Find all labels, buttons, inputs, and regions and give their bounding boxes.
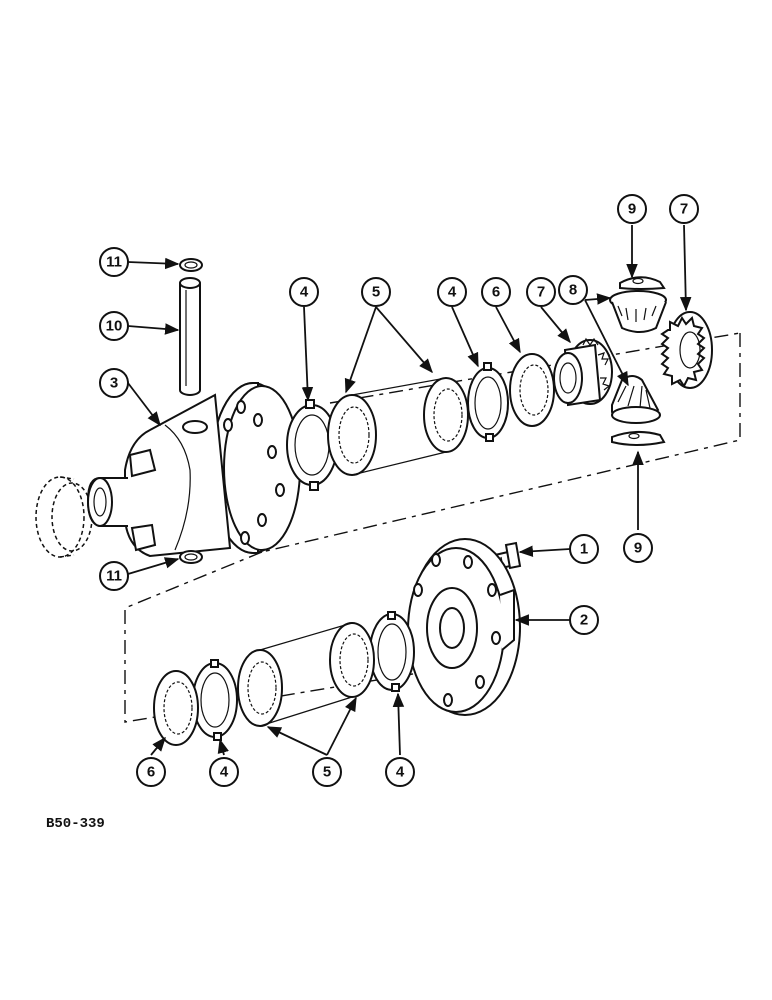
o-ring-top	[179, 258, 203, 272]
pinion-gear-bottom	[611, 375, 661, 424]
callout-3: 3	[99, 368, 129, 398]
svg-text:7: 7	[537, 284, 545, 301]
callout-5-lower: 5	[312, 757, 342, 787]
flange-bolt-holes	[223, 400, 285, 545]
svg-text:2: 2	[580, 612, 588, 629]
callout-1: 1	[569, 534, 599, 564]
svg-text:10: 10	[106, 318, 123, 335]
callout-5-upper: 5	[361, 277, 391, 307]
svg-text:9: 9	[634, 540, 642, 557]
callout-4-lower-left: 4	[209, 757, 239, 787]
callout-7-left: 7	[526, 277, 556, 307]
svg-text:6: 6	[492, 284, 500, 301]
side-gear-splined	[553, 337, 613, 407]
callout-10: 10	[99, 311, 129, 341]
o-ring-bottom	[179, 550, 203, 564]
lower-disc-4a	[369, 611, 415, 692]
svg-text:5: 5	[372, 284, 380, 301]
clutch-pack-outlines	[259, 377, 447, 727]
upper-disc-4a	[286, 399, 338, 491]
svg-text:1: 1	[580, 541, 588, 558]
callout-9-top: 9	[617, 194, 647, 224]
callout-2: 2	[569, 605, 599, 635]
lower-disc-6	[153, 670, 199, 746]
lower-disc-4b	[192, 659, 238, 741]
callout-4-upper-left: 4	[289, 277, 319, 307]
thrust-washer-top	[619, 276, 666, 290]
svg-text:6: 6	[147, 764, 155, 781]
callout-4-lower-right: 4	[385, 757, 415, 787]
lower-disc-5b	[237, 649, 283, 727]
assembly-axis-lines	[124, 332, 741, 723]
upper-disc-4b	[467, 362, 509, 442]
callout-11-top: 11	[99, 247, 129, 277]
cross-pin	[179, 277, 201, 396]
flange-cover	[407, 538, 521, 716]
svg-text:4: 4	[448, 284, 457, 301]
thrust-washer-bottom	[611, 431, 666, 446]
cover-bolt-holes	[413, 553, 501, 707]
svg-text:4: 4	[396, 764, 405, 781]
upper-disc-5a	[327, 394, 377, 476]
svg-text:7: 7	[680, 201, 688, 218]
callout-6-upper: 6	[481, 277, 511, 307]
callout-7-right: 7	[669, 194, 699, 224]
callout-8: 8	[558, 275, 588, 305]
svg-text:11: 11	[106, 568, 122, 585]
upper-disc-5b	[423, 377, 469, 453]
svg-text:8: 8	[569, 282, 577, 299]
svg-text:3: 3	[110, 375, 118, 392]
differential-case	[86, 382, 301, 558]
svg-text:11: 11	[106, 254, 122, 271]
svg-text:4: 4	[220, 764, 229, 781]
side-gear-large	[660, 311, 713, 389]
callout-4-upper-right: 4	[437, 277, 467, 307]
callout-11-bottom: 11	[99, 561, 129, 591]
figure-reference: B50-339	[46, 816, 105, 832]
svg-text:5: 5	[323, 764, 331, 781]
pinion-gear-top	[609, 290, 667, 333]
upper-disc-6	[509, 353, 555, 427]
svg-text:9: 9	[628, 201, 636, 218]
leader-lines	[127, 224, 692, 756]
lower-disc-5a	[329, 622, 375, 698]
svg-text:4: 4	[300, 284, 309, 301]
callout-9-bottom: 9	[623, 533, 653, 563]
callout-6-lower: 6	[136, 757, 166, 787]
bearing-cup-dashed	[35, 476, 93, 558]
